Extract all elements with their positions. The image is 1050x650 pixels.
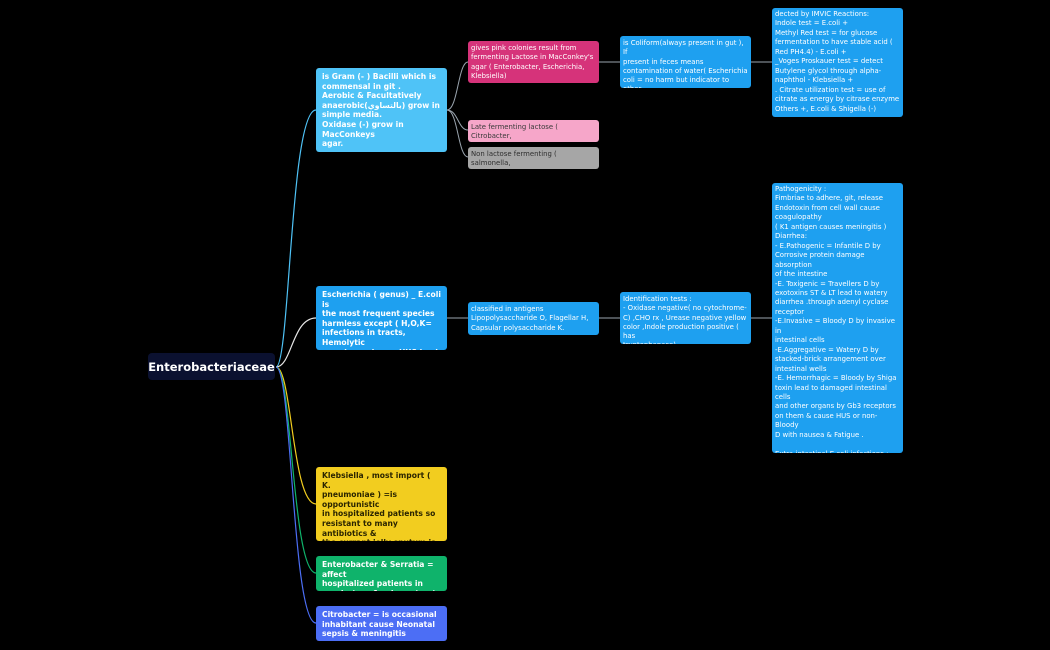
branch-klebsiella[interactable]: Klebsiella , most import ( K. pneumoniae…: [316, 467, 447, 541]
imvic-reactions-node[interactable]: dected by IMVIC Reactions: Indole test =…: [772, 8, 903, 117]
non-lactose-fermenters-node[interactable]: Non lactose fermenting ( salmonella, shi…: [468, 147, 599, 169]
branch-citrobacter[interactable]: Citrobacter = is occasional inhabitant c…: [316, 606, 447, 641]
connector-b1-c1: [446, 61, 469, 111]
identification-tests-node[interactable]: Identification tests : - Oxidase negativ…: [620, 292, 751, 344]
branch-gram-negative[interactable]: is Gram (- ) Bacilli which is commensal …: [316, 68, 447, 152]
connector-b1-c2: [446, 109, 469, 131]
branch-enterobacter-serratia[interactable]: Enterobacter & Serratia = affect hospita…: [316, 556, 447, 591]
late-fermenters-node[interactable]: Late fermenting lactose ( Citrobacter, S…: [468, 120, 599, 142]
antigens-node[interactable]: classified in antigens Lipopolysaccharid…: [468, 302, 599, 335]
connector-root-branch-3: [275, 366, 317, 505]
connector-root-branch-4: [275, 366, 317, 574]
coliform-node[interactable]: is Coliform(always present in gut ), If …: [620, 36, 751, 88]
branch-escherichia[interactable]: Escherichia ( genus) _ E.coli is the mos…: [316, 286, 447, 350]
root-node[interactable]: Enterobacteriaceae: [148, 353, 275, 380]
connector-root-branch-5: [275, 366, 317, 624]
lactose-fermenters-node[interactable]: gives pink colonies result from fermenti…: [468, 41, 599, 83]
connector-root-branch-1: [275, 109, 317, 368]
connector-root-branch-2: [275, 317, 317, 368]
connector-b1-c3: [446, 109, 469, 158]
pathogenicity-node[interactable]: Pathogenicity : Fimbriae to adhere, git,…: [772, 183, 903, 453]
